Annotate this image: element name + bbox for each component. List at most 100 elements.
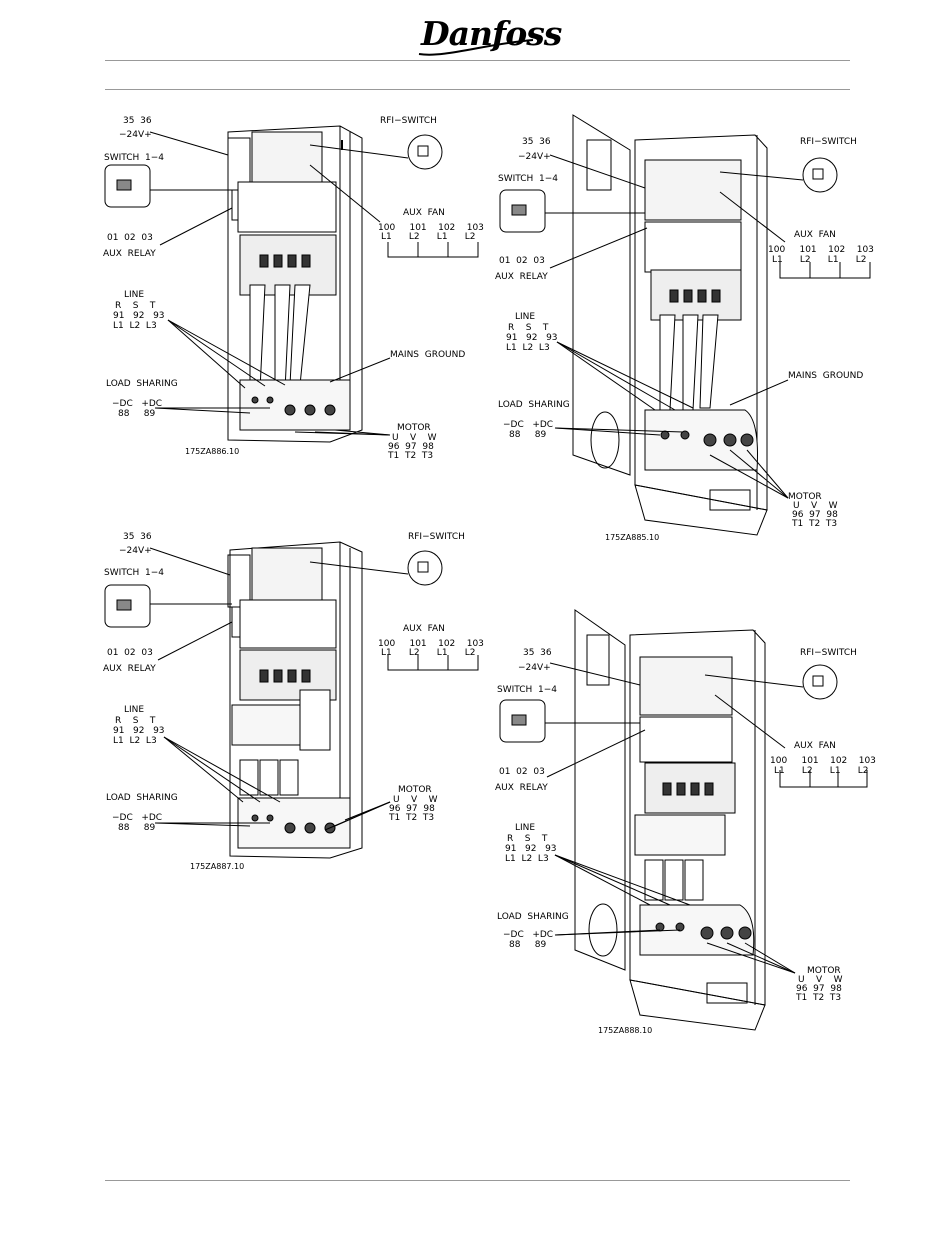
load-sharing-label: LOAD SHARING — [106, 379, 178, 389]
dc-numbers: 88 89 — [118, 409, 156, 419]
load-sharing-label: LOAD SHARING — [497, 912, 569, 922]
motor-uvw: U V W — [793, 501, 838, 511]
aux-relay-numbers: 01 02 03 — [499, 767, 545, 777]
motor-uvw: U V W — [392, 433, 437, 443]
logo-wordmark: Danfoss — [421, 14, 562, 53]
dc-numbers: 88 89 — [509, 430, 547, 440]
line-phases: L1 L2 L3 — [113, 736, 157, 746]
dc-label: −DC +DC — [503, 930, 554, 940]
load-sharing-label: LOAD SHARING — [498, 400, 570, 410]
header-rule — [105, 60, 850, 61]
terminal-35-36-label: 35 36 — [522, 137, 551, 147]
line-numbers: 91 92 93 — [113, 311, 165, 321]
line-phases: L1 L2 L3 — [506, 343, 550, 353]
24v-label: −24V+ — [119, 546, 152, 556]
line-rst: R S T — [507, 834, 548, 844]
aux-fan-phases: L1 L2 L1 L2 — [772, 255, 867, 265]
dc-numbers: 88 89 — [509, 940, 547, 950]
aux-relay-numbers: 01 02 03 — [107, 233, 153, 243]
line-label: LINE — [124, 705, 145, 715]
cabinet-drawing — [499, 114, 871, 536]
dc-label: −DC +DC — [503, 420, 554, 430]
dc-label: −DC +DC — [112, 813, 163, 823]
line-rst: R S T — [115, 301, 156, 311]
aux-relay-label: AUX RELAY — [103, 664, 156, 674]
rfi-switch-label: RFI−SWITCH — [800, 648, 857, 658]
figure-175za888: 35 36 −24V+ SWITCH 1−4 01 02 03 AUX RELA… — [495, 605, 876, 1035]
line-phases: L1 L2 L3 — [505, 854, 549, 864]
aux-fan-label: AUX FAN — [794, 230, 836, 240]
aux-fan-label: AUX FAN — [403, 208, 445, 218]
logo-swoosh-icon — [418, 39, 534, 56]
line-label: LINE — [515, 312, 536, 322]
line-numbers: 91 92 93 — [506, 333, 558, 343]
cabinet-drawing — [104, 541, 479, 859]
figure-175za885: 35 36 −24V+ SWITCH 1−4 01 02 03 AUX RELA… — [495, 110, 875, 542]
load-sharing-label: LOAD SHARING — [106, 793, 178, 803]
figure-code: 175ZA885.10 — [605, 533, 660, 542]
motor-phases: T1 T2 T3 — [389, 813, 435, 823]
line-numbers: 91 92 93 — [505, 844, 557, 854]
line-numbers: 91 92 93 — [113, 726, 165, 736]
motor-uvw: U V W — [393, 795, 438, 805]
aux-fan-numbers: 100 101 102 103 — [378, 223, 484, 233]
aux-fan-label: AUX FAN — [794, 741, 836, 751]
figure-175za886: 35 36 −24V+ SWITCH 1−4 01 02 03 AUX RELA… — [100, 110, 484, 461]
motor-label: MOTOR — [398, 785, 432, 795]
dc-numbers: 88 89 — [118, 823, 156, 833]
line-rst: R S T — [508, 323, 549, 333]
motor-label: MOTOR — [788, 492, 822, 502]
rfi-switch-label: RFI−SWITCH — [800, 137, 857, 147]
aux-relay-label: AUX RELAY — [495, 272, 548, 282]
cabinet-drawing — [104, 125, 479, 443]
switch-1-4-label: SWITCH 1−4 — [104, 153, 165, 163]
aux-fan-phases: L1 L2 L1 L2 — [381, 232, 476, 242]
switch-1-4-label: SWITCH 1−4 — [498, 174, 559, 184]
motor-label: MOTOR — [807, 966, 841, 976]
rfi-switch-label: RFI−SWITCH — [408, 532, 465, 542]
terminal-35-36-label: 35 36 — [123, 116, 152, 126]
line-label: LINE — [124, 290, 145, 300]
line-phases: L1 L2 L3 — [113, 321, 157, 331]
line-rst: R S T — [115, 716, 156, 726]
motor-label: MOTOR — [397, 423, 431, 433]
motor-numbers: 96 97 98 — [796, 984, 842, 994]
aux-fan-numbers: 100 101 102 103 — [378, 639, 484, 649]
mains-ground-label: MAINS GROUND — [390, 350, 466, 360]
mains-ground-label: MAINS GROUND — [788, 371, 864, 381]
footer-rule — [105, 1180, 850, 1181]
dc-label: −DC +DC — [112, 399, 163, 409]
aux-fan-label: AUX FAN — [403, 624, 445, 634]
aux-relay-label: AUX RELAY — [495, 783, 548, 793]
aux-relay-numbers: 01 02 03 — [499, 256, 545, 266]
switch-1-4-label: SWITCH 1−4 — [104, 568, 165, 578]
rfi-switch-label: RFI−SWITCH — [380, 116, 437, 126]
danfoss-logo: Danfoss — [415, 14, 562, 58]
terminal-35-36-label: 35 36 — [523, 648, 552, 658]
switch-1-4-label: SWITCH 1−4 — [497, 685, 558, 695]
terminal-35-36-label: 35 36 — [123, 532, 152, 542]
aux-relay-numbers: 01 02 03 — [107, 648, 153, 658]
motor-phases: T1 T2 T3 — [796, 993, 842, 1003]
aux-fan-numbers: 100 101 102 103 — [768, 245, 874, 255]
figure-code: 175ZA888.10 — [598, 1026, 653, 1035]
line-label: LINE — [515, 823, 536, 833]
24v-label: −24V+ — [518, 663, 551, 673]
aux-fan-phases: L1 L2 L1 L2 — [381, 648, 476, 658]
figure-code: 175ZA886.10 — [185, 447, 240, 456]
header-rule-2 — [105, 89, 850, 90]
figure-175za887: 35 36 −24V+ SWITCH 1−4 01 02 03 AUX RELA… — [100, 530, 484, 875]
motor-numbers: 96 97 98 — [388, 442, 434, 452]
aux-fan-numbers: 100 101 102 103 — [770, 756, 876, 766]
figure-code: 175ZA887.10 — [190, 862, 245, 871]
motor-numbers: 96 97 98 — [389, 804, 435, 814]
motor-phases: T1 T2 T3 — [792, 519, 838, 529]
cabinet-drawing — [499, 609, 868, 1031]
24v-label: −24V+ — [119, 130, 152, 140]
motor-phases: T1 T2 T3 — [388, 451, 434, 461]
motor-uvw: U V W — [798, 975, 843, 985]
motor-numbers: 96 97 98 — [792, 510, 838, 520]
aux-fan-phases: L1 L2 L1 L2 — [774, 766, 869, 776]
24v-label: −24V+ — [518, 152, 551, 162]
aux-relay-label: AUX RELAY — [103, 249, 156, 259]
